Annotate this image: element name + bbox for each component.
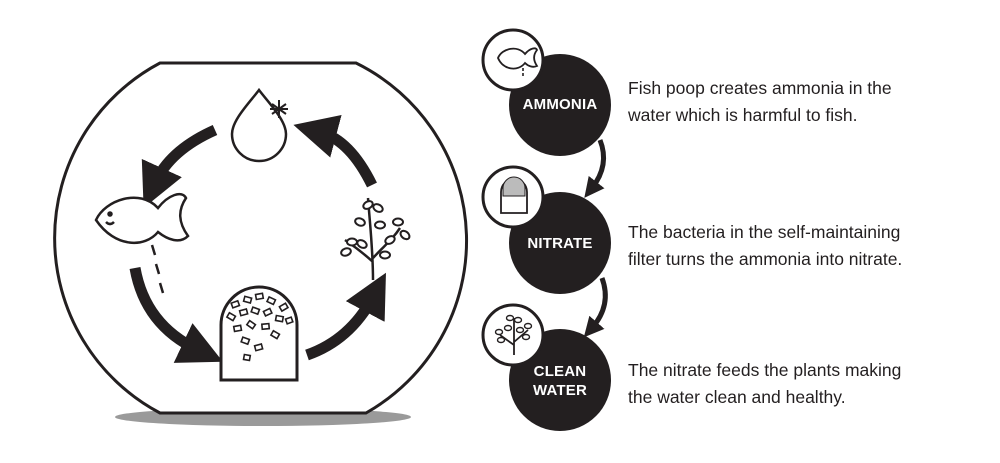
description-line: Fish poop creates ammonia in the — [628, 78, 892, 98]
filter-icon — [219, 285, 299, 382]
fish-icon — [94, 192, 190, 294]
arrow-nitrate-to-clean-water — [583, 277, 608, 338]
stage-label-line: WATER — [532, 382, 588, 399]
description-nitrate: The bacteria in the self-maintaining fil… — [628, 219, 968, 273]
plant-icon — [494, 314, 533, 355]
description-line: water which is harmful to fish. — [628, 105, 858, 125]
description-line: The nitrate feeds the plants making — [628, 360, 902, 380]
water-drop-icon — [230, 87, 288, 163]
cycle-arrows — [129, 115, 386, 363]
description-line: the water clean and healthy. — [628, 387, 846, 407]
plant-icon — [340, 197, 411, 281]
description-clean-water: The nitrate feeds the plants making the … — [628, 357, 968, 411]
arrow-filter-to-plant — [305, 272, 386, 361]
stage-label-clean-water: CLEAN WATER — [510, 362, 610, 400]
stage-label-nitrate: NITRATE — [527, 235, 593, 252]
description-ammonia: Fish poop creates ammonia in the water w… — [628, 75, 968, 129]
description-line: The bacteria in the self-maintaining — [628, 222, 901, 242]
arrow-drop-to-fish — [141, 124, 218, 209]
stage-label-ammonia: AMMONIA — [522, 96, 598, 113]
stage-clean-water — [481, 303, 611, 431]
filter-icon — [500, 176, 528, 214]
stage-ammonia — [481, 28, 611, 156]
stage-nitrate — [481, 165, 611, 294]
description-line: filter turns the ammonia into nitrate. — [628, 249, 903, 269]
arrow-ammonia-to-nitrate — [584, 139, 607, 198]
arrow-plant-to-drop — [293, 115, 377, 188]
arrow-fish-to-filter — [129, 266, 223, 363]
stage-label-line: CLEAN — [533, 363, 587, 380]
